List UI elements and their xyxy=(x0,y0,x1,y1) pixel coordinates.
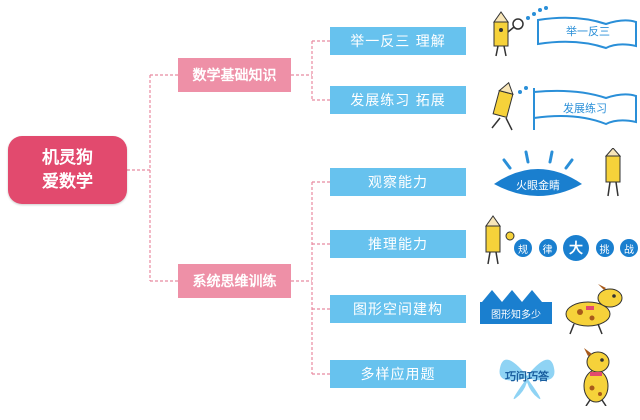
leaf-node-geometry: 图形空间建构 xyxy=(330,295,466,323)
challenge-badges: 规 律 大 挑 战 xyxy=(514,234,638,262)
challenge-char: 战 xyxy=(620,239,638,257)
root-title-line2: 爱数学 xyxy=(42,172,93,192)
eye-label: 火眼金睛 xyxy=(516,179,560,192)
leaf-node-reason: 推理能力 xyxy=(330,230,466,258)
leaf-node-apply: 举一反三 理解 xyxy=(330,27,466,55)
root-title-line1: 机灵狗 xyxy=(42,148,93,168)
branch-node-thinking: 系统思维训练 xyxy=(178,264,291,298)
leaf-node-practice: 发展练习 拓展 xyxy=(330,86,466,114)
root-node: 机灵狗 爱数学 xyxy=(8,136,127,204)
challenge-char: 规 xyxy=(514,239,532,257)
triangle-banner-illustration xyxy=(480,290,552,324)
challenge-char: 挑 xyxy=(595,239,614,257)
pencil-flag-illustration xyxy=(491,81,637,131)
dog-icon xyxy=(583,348,610,406)
leaf-node-observe: 观察能力 xyxy=(330,168,466,196)
flag-label-practice: 发展练习 xyxy=(563,102,607,115)
flag-label-apply: 举一反三 xyxy=(566,25,610,38)
pencil-flag-illustration xyxy=(493,6,637,57)
triangle-banner-label: 图形知多少 xyxy=(491,310,541,321)
leaf-node-word-problems: 多样应用题 xyxy=(330,360,466,388)
challenge-char: 律 xyxy=(538,239,557,257)
dog-icon xyxy=(565,284,623,335)
butterfly-illustration xyxy=(499,359,555,400)
branch-node-basics: 数学基础知识 xyxy=(178,58,291,92)
butterfly-label: 巧问巧答 xyxy=(505,370,549,383)
challenge-char: 大 xyxy=(563,235,589,261)
eye-illustration xyxy=(494,148,622,197)
pencil-character-icon xyxy=(485,215,515,265)
